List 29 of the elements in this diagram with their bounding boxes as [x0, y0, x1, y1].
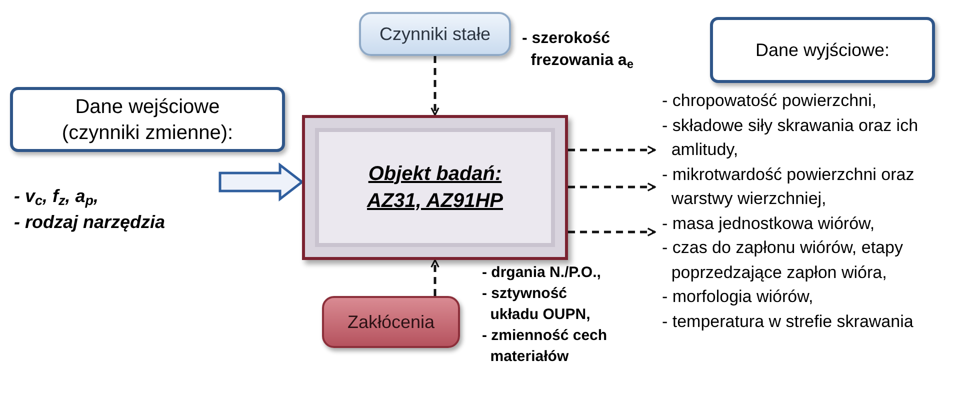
list-item: - składowe siły skrawania oraz ich amlitudy,	[662, 114, 920, 161]
dashed-arrow	[430, 56, 440, 116]
node-label: Objekt badań: AZ31, AZ91HP	[366, 162, 504, 214]
dashed-arrow	[568, 146, 656, 154]
list-item: - sztywność układu OUPN,	[482, 284, 592, 325]
list-item: - morfologia wiórów,	[662, 286, 814, 308]
dashed-arrow	[568, 228, 656, 236]
dashed-arrow	[568, 182, 656, 192]
list-item: - zmienność cech materiałów	[482, 326, 608, 367]
list-item: - masa jednostkowa wiórów,	[662, 212, 876, 234]
node-label: Dane wyjściowe:	[755, 38, 890, 62]
node-label: Czynniki stałe	[379, 22, 491, 46]
callout-box	[359, 12, 511, 56]
block-arrow	[218, 162, 304, 202]
list-item: - rodzaj narzędzia	[14, 211, 166, 234]
node-label: Dane wejściowe (czynniki zmienne):	[60, 94, 234, 146]
node-label: Zakłócenia	[347, 310, 435, 334]
list-item: - chropowatość powierzchni,	[662, 90, 878, 112]
list-item: - czas do zapłonu wiórów, etapy poprzedzające zapłon wióra,	[662, 237, 904, 284]
list-item: - mikrotwardość powierzchni oraz warstwy wierzchniej,	[662, 164, 916, 210]
output-box	[710, 17, 935, 83]
dashed-arrow	[430, 259, 440, 296]
list-item: - szerokość frezowania a$_{e}$	[522, 29, 635, 72]
list-item: - drgania N./P.O.,	[482, 263, 602, 283]
callout-box	[322, 296, 460, 348]
list-item: - v$_{c}$, f$_{z}$, a$_{p}$,	[14, 185, 100, 209]
input-box	[10, 87, 285, 152]
object-box	[302, 115, 568, 260]
list-item: - temperatura w strefie skrawania	[662, 310, 914, 332]
